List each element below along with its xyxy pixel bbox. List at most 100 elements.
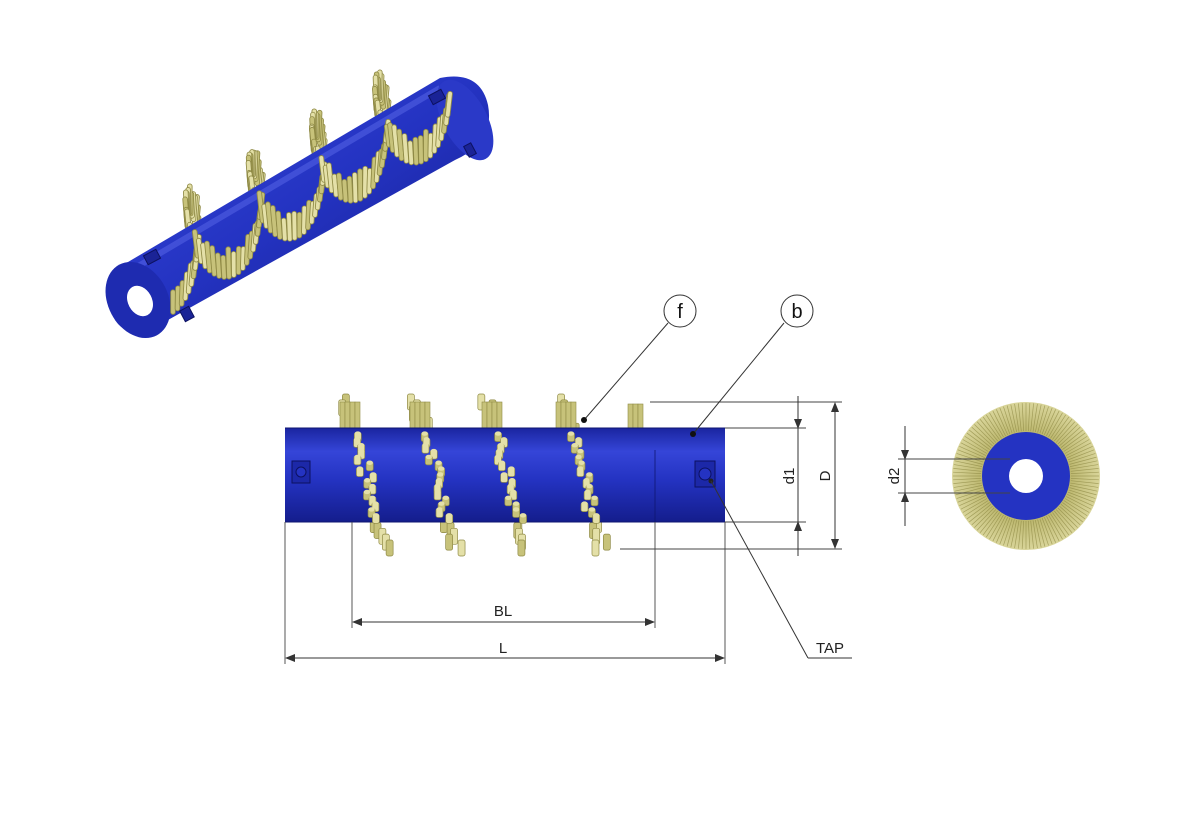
bristle-strand [354,401,361,429]
bristle-strand [570,401,577,429]
bristle-tuft [301,206,307,235]
tap-hole-icon [291,460,311,484]
bristle-line [982,416,1000,440]
bristle-strand [491,401,498,429]
bristle-tuft [265,202,273,233]
bristle-line [956,489,984,499]
bristle-tuft [408,141,414,165]
bristle-line [1006,519,1015,547]
bristle-line [989,412,1004,438]
bristle-line [966,432,990,450]
d2-label: d2 [886,468,903,485]
bristle-line [1067,491,1095,503]
bristle-tip [578,460,585,465]
bristle-line [1059,426,1081,447]
bristle-line [955,456,983,465]
bristle-line [954,460,983,467]
side-view [285,393,725,557]
bristle-tuft [367,168,372,194]
bristle-tip [586,483,593,489]
bristle-tip [500,437,508,442]
bristle-line [1052,512,1070,536]
bristle-line [957,449,985,461]
bristle-tip [583,478,590,483]
bristle-tip [498,460,506,465]
bristle-line [1064,498,1090,513]
bristle-tip [364,478,371,483]
bristle-line [1059,505,1081,526]
bristle-strand [637,403,644,429]
bristle-line [962,439,988,454]
bristle-tuft [221,255,227,279]
bristle-strand [560,401,567,429]
bristle-line [999,407,1011,435]
bristle-tuft [327,163,334,193]
bristle-tip [575,454,582,460]
bristle-line [992,515,1006,542]
bristle-tip [354,454,361,460]
bristle-tuft [196,238,204,264]
bristle-tip [369,483,376,489]
tap-hole-icon [179,305,195,323]
bristle-strand [555,401,562,429]
bristle-tip [512,507,520,512]
d1-label: d1 [781,468,798,485]
bristle-line [1070,471,1099,474]
bristle-line [960,442,987,456]
bristle-tip [593,513,600,518]
bristle-strand [409,401,416,429]
bristle-tuft [336,173,343,200]
bristle-line [957,491,985,503]
bristle-line [1065,442,1092,456]
bristle-tip [581,501,588,506]
bristle-tip [588,507,596,512]
bristle-strand [424,401,431,429]
bristle-line [979,510,998,533]
bristle-line [953,480,982,484]
bristle-line [1067,449,1095,461]
bristle-line [1062,502,1086,520]
bristle-line [960,496,987,510]
bristle-tuft [286,212,292,241]
bristle-tuft [347,176,353,203]
end-view [952,402,1100,550]
bristle-line [1069,487,1097,496]
bristle-tuft [432,124,438,153]
bristle-line [1066,445,1093,459]
bristle-tip [446,513,453,518]
bristle-line [971,426,993,447]
bristle-line [1069,485,1098,492]
bristle-tip [369,495,376,500]
bl-label: BL [494,603,512,620]
iso-bristles-front [170,90,453,315]
bristle-line [1014,403,1020,432]
bristle-tip [494,454,502,460]
bristle-tip [368,507,375,512]
bristle-strand [627,403,634,429]
bristle-line [1043,409,1057,436]
bristle-tuft [342,179,348,202]
bristle-line [995,409,1009,436]
bristle-line [1070,464,1099,470]
bristle-line [985,513,1002,538]
bristle-line [1055,509,1076,531]
bristle-line [1041,407,1053,435]
bristle-line [1054,510,1073,533]
bristle-line [1035,404,1042,433]
bristle-strand [339,401,346,429]
bristle-tip [591,495,598,500]
bristle-tip [496,448,503,454]
bristle-line [1060,504,1083,523]
side-bristles-front [353,431,601,524]
bristle-line [964,500,989,517]
bristle-tip [430,448,438,454]
bristle-tip [434,483,441,489]
bristle-line [1030,403,1034,432]
end-bristle-ring [953,403,1099,549]
bristle-line [953,468,982,472]
bristle-tuft [384,124,391,147]
bristle-line [1063,500,1088,517]
bristle-line [1057,507,1078,528]
bristle-line [1069,456,1097,465]
